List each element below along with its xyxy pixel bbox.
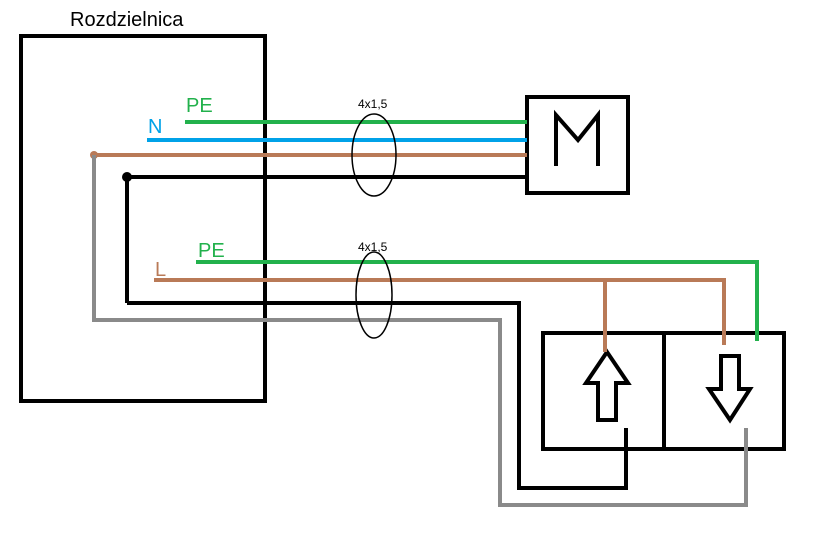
switch-cable-sheath [355, 251, 393, 339]
switch-gray-wire [92, 155, 748, 507]
switch-black-wire [127, 301, 628, 490]
distribution-board [19, 34, 267, 403]
up-arrow-icon [582, 348, 632, 422]
motor-cable-spec: 4x1,5 [358, 97, 388, 111]
motor-cable-sheath [351, 113, 397, 197]
switch-cable-spec: 4x1,5 [358, 240, 388, 254]
motor-black-wire [125, 175, 527, 303]
motor-pe-label: PE [186, 95, 213, 117]
motor-neutral-label: N [148, 116, 162, 138]
down-arrow-icon [705, 354, 754, 424]
switch-pe-label: PE [198, 240, 225, 262]
switch-pe-wire [196, 260, 759, 341]
black-junction-dot [122, 172, 132, 182]
switch-l-label: L [155, 259, 166, 281]
panel-title: Rozdzielnica [70, 9, 184, 31]
motor-symbol [554, 109, 600, 166]
motor-box [525, 95, 630, 195]
switch-l-wire [154, 278, 726, 345]
